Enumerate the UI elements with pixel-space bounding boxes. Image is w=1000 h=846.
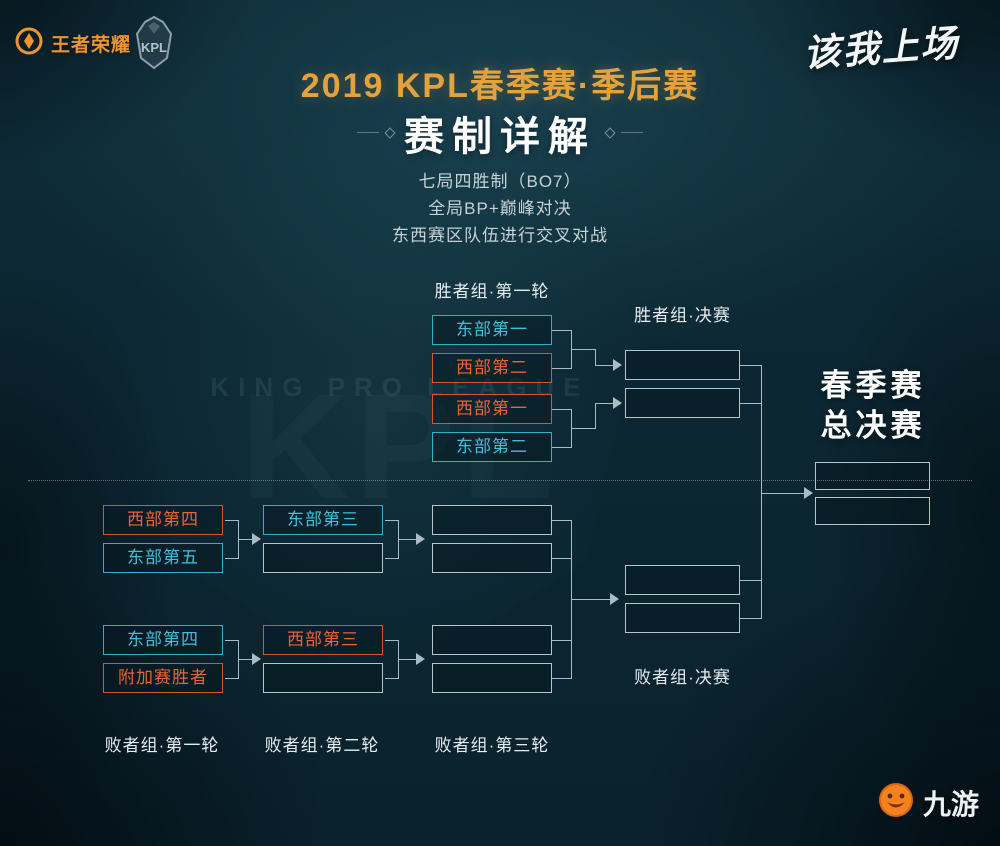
slot-east-2: 东部第二	[432, 432, 552, 462]
connector-line	[385, 558, 399, 559]
connector-line	[595, 403, 614, 404]
label-losers-round3: 败者组·第三轮	[434, 736, 550, 755]
slot-losers-final-1	[625, 565, 740, 595]
label-winners-round1: 胜者组·第一轮	[434, 282, 550, 301]
slot-east-5: 东部第五	[103, 543, 223, 573]
connector-line	[595, 403, 596, 429]
arrow-right-icon	[416, 653, 425, 665]
ornament-left	[350, 124, 396, 142]
connector-line	[385, 678, 399, 679]
rule-line-2: 全局BP+巅峰对决	[428, 199, 572, 218]
slot-west-1: 西部第一	[432, 394, 552, 424]
connector-line	[761, 493, 805, 494]
connector-line	[385, 640, 399, 641]
arrow-right-icon	[613, 397, 622, 409]
connector-line	[225, 640, 239, 641]
slot-east-4: 东部第四	[103, 625, 223, 655]
subtitle-row: 赛制详解	[0, 104, 1000, 162]
connector-line	[552, 368, 572, 369]
format-rules: 七局四胜制（BO7） 全局BP+巅峰对决 东西赛区队伍进行交叉对战	[0, 168, 1000, 249]
wzry-logo-icon	[14, 26, 44, 61]
connector-line	[552, 558, 572, 559]
slot-playin-winner: 附加赛胜者	[103, 663, 223, 693]
connector-line	[398, 539, 418, 540]
arrow-right-icon	[610, 593, 619, 605]
diamond-icon	[604, 127, 616, 139]
slot-losers-final-2	[625, 603, 740, 633]
connector-line	[552, 447, 572, 448]
slot-grand-final-1	[815, 462, 930, 490]
connector-line	[552, 409, 572, 410]
smiley-face-icon	[878, 782, 914, 823]
page-title: 2019 KPL春季赛·季后赛	[300, 67, 700, 105]
slot-losers-r3-upper-2	[432, 543, 552, 573]
partner-logo: 九游	[878, 782, 979, 823]
connector-line	[740, 365, 762, 366]
arrow-right-icon	[416, 533, 425, 545]
slot-losers-r3-lower-2	[432, 663, 552, 693]
connector-line	[571, 599, 611, 600]
connector-line	[740, 580, 762, 581]
wzry-logo: 王者荣耀	[14, 26, 131, 61]
label-losers-round2: 败者组·第二轮	[264, 736, 380, 755]
grand-final-title: 春季赛 总决赛	[798, 366, 948, 446]
connector-line	[225, 520, 239, 521]
divider-dotted-line	[28, 480, 972, 481]
connector-line	[225, 678, 239, 679]
rule-line-3: 东西赛区队伍进行交叉对战	[392, 226, 608, 245]
slot-losers-r2-upper-2	[263, 543, 383, 573]
connector-line	[761, 365, 762, 619]
partner-logo-text: 九游	[923, 788, 980, 820]
arrow-right-icon	[252, 533, 261, 545]
wzry-logo-text: 王者荣耀	[51, 35, 132, 56]
arrow-right-icon	[613, 359, 622, 371]
slot-west-3: 西部第三	[263, 625, 383, 655]
grand-final-line2: 总决赛	[820, 408, 926, 443]
slot-winners-final-1	[625, 350, 740, 380]
connector-line	[552, 640, 572, 641]
slot-losers-r3-lower-1	[432, 625, 552, 655]
slot-grand-final-2	[815, 497, 930, 525]
page-subtitle: 赛制详解	[404, 115, 596, 159]
label-losers-round1: 败者组·第一轮	[104, 736, 220, 755]
connector-line	[238, 539, 254, 540]
kpl-logo: KPL	[127, 14, 181, 77]
rule-line-1: 七局四胜制（BO7）	[418, 172, 582, 191]
connector-line	[740, 403, 762, 404]
connector-line	[238, 659, 254, 660]
connector-line	[571, 428, 596, 429]
slot-east-1: 东部第一	[432, 315, 552, 345]
arrow-right-icon	[252, 653, 261, 665]
connector-line	[552, 520, 572, 521]
slot-winners-final-2	[625, 388, 740, 418]
connector-line	[595, 349, 596, 366]
connector-line	[552, 330, 572, 331]
connector-line	[385, 520, 399, 521]
arrow-right-icon	[804, 487, 813, 499]
diamond-icon	[384, 127, 396, 139]
connector-line	[398, 659, 418, 660]
slot-losers-r3-upper-1	[432, 505, 552, 535]
connector-line	[595, 365, 614, 366]
slot-losers-r2-lower-2	[263, 663, 383, 693]
connector-line	[225, 558, 239, 559]
connector-line	[740, 618, 762, 619]
label-winners-final: 胜者组·决赛	[634, 306, 731, 325]
slot-east-3: 东部第三	[263, 505, 383, 535]
watermark-text: KING PRO LEAGUE	[210, 372, 590, 402]
ornament-right	[604, 124, 650, 142]
grand-final-line1: 春季赛	[820, 368, 926, 403]
label-losers-final: 败者组·决赛	[634, 668, 731, 687]
slot-west-2: 西部第二	[432, 353, 552, 383]
connector-line	[552, 678, 572, 679]
slot-west-4: 西部第四	[103, 505, 223, 535]
connector-line	[571, 349, 596, 350]
kpl-logo-text: KPL	[141, 40, 167, 55]
